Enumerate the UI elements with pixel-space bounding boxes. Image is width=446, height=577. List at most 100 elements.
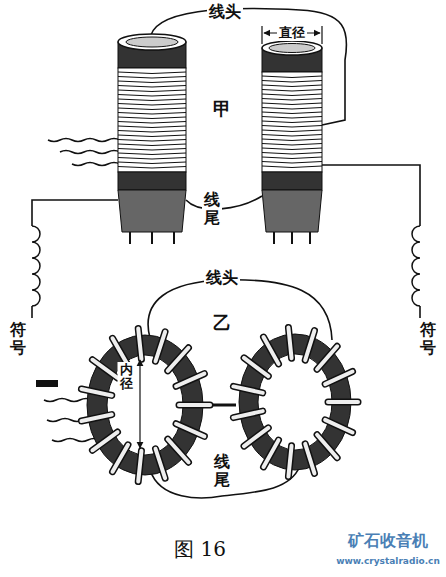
socket-pin — [173, 232, 175, 244]
tap-wire — [48, 139, 120, 142]
former-tooth — [138, 328, 141, 359]
former-tooth — [264, 337, 279, 364]
coil-winding — [262, 157, 322, 159]
coil-winding — [262, 166, 322, 168]
former-tooth — [305, 444, 314, 473]
lead-wire — [186, 196, 262, 209]
former-tooth — [264, 440, 279, 467]
former-tooth — [179, 402, 210, 409]
lead-wire — [32, 200, 118, 226]
former-tooth — [233, 411, 262, 417]
coil-winding — [262, 94, 322, 96]
dimension-arrow — [139, 360, 140, 448]
socket-pin — [309, 232, 311, 244]
socket-pin — [273, 232, 275, 244]
former-tooth — [244, 358, 268, 376]
coil-winding — [262, 139, 322, 141]
watermark: www.crystalradio.cn — [334, 556, 442, 568]
former-tooth — [325, 371, 352, 384]
coil-winding — [118, 108, 186, 110]
former-tooth — [317, 346, 337, 369]
former-tooth — [264, 337, 279, 364]
coil-winding — [262, 153, 322, 155]
coil-winding — [262, 126, 322, 128]
coil-former — [262, 41, 322, 232]
inductor-symbol — [32, 226, 40, 306]
former-tooth — [317, 435, 337, 458]
coil-winding — [118, 162, 186, 164]
coil-winding — [262, 117, 322, 119]
coil-winding — [118, 153, 186, 155]
part-label: 内径 — [118, 362, 135, 393]
former-tooth — [92, 360, 117, 378]
former-tooth — [168, 348, 189, 371]
former-tooth — [288, 327, 291, 358]
former-tooth — [176, 424, 204, 437]
socket-pin — [291, 232, 293, 244]
coil-winding — [118, 131, 186, 133]
coil-winding — [262, 85, 322, 87]
former-tooth — [81, 389, 111, 395]
former-tooth — [92, 432, 117, 450]
former-tooth — [113, 445, 129, 472]
former-tooth — [328, 400, 358, 404]
part-label: 甲 — [211, 98, 233, 120]
former-tooth — [179, 403, 210, 407]
former-tooth — [138, 451, 141, 482]
former-tooth — [325, 371, 352, 384]
former-tooth — [244, 358, 268, 376]
lead-wire — [148, 280, 332, 340]
coil-winding — [262, 144, 322, 146]
former-tooth — [113, 445, 129, 472]
lead-wire — [322, 165, 420, 226]
former-tooth — [176, 374, 204, 387]
part-label: 符号 — [8, 320, 28, 357]
part-label: 线头 — [207, 2, 243, 22]
socket-pin — [151, 232, 153, 244]
coil-winding — [118, 135, 186, 137]
tap-wire — [72, 163, 120, 166]
former-tooth — [244, 428, 268, 446]
coil-winding — [262, 148, 322, 150]
former-tooth — [233, 411, 262, 417]
coil-winding — [262, 162, 322, 164]
former-tooth — [176, 424, 204, 437]
dimension-arrow — [262, 26, 322, 44]
coil-winding — [118, 95, 186, 97]
coil-winding — [262, 130, 322, 132]
coil-winding — [262, 90, 322, 92]
former-tooth — [244, 428, 268, 446]
lead-wire — [31, 306, 33, 318]
coil-winding — [118, 158, 186, 160]
part-label: 符号 — [418, 320, 438, 357]
coil-winding — [118, 149, 186, 151]
former-tooth — [81, 415, 111, 421]
coil-winding — [262, 121, 322, 123]
coil-winding — [118, 126, 186, 128]
coil-winding — [118, 167, 186, 169]
coil-winding — [118, 99, 186, 101]
former-tooth — [156, 449, 166, 478]
part-label: 线尾 — [202, 190, 222, 227]
tap-wire — [60, 151, 120, 154]
tap-wire — [52, 439, 100, 442]
former-tooth — [138, 451, 141, 482]
former-tooth — [168, 439, 189, 462]
coil-winding — [118, 122, 186, 124]
coil-winding — [262, 103, 322, 105]
former-tooth — [168, 439, 189, 462]
former-tooth — [176, 374, 204, 387]
coil-winding — [118, 117, 186, 119]
former-tooth — [325, 420, 352, 433]
coil-winding — [118, 144, 186, 146]
coil-winding — [118, 90, 186, 92]
former-tooth — [233, 386, 262, 392]
coil-winding — [118, 104, 186, 106]
coil-winding — [118, 86, 186, 88]
coil-winding — [262, 99, 322, 101]
former-tooth — [138, 328, 141, 359]
former-tooth — [305, 331, 314, 360]
former-tooth — [325, 420, 352, 433]
